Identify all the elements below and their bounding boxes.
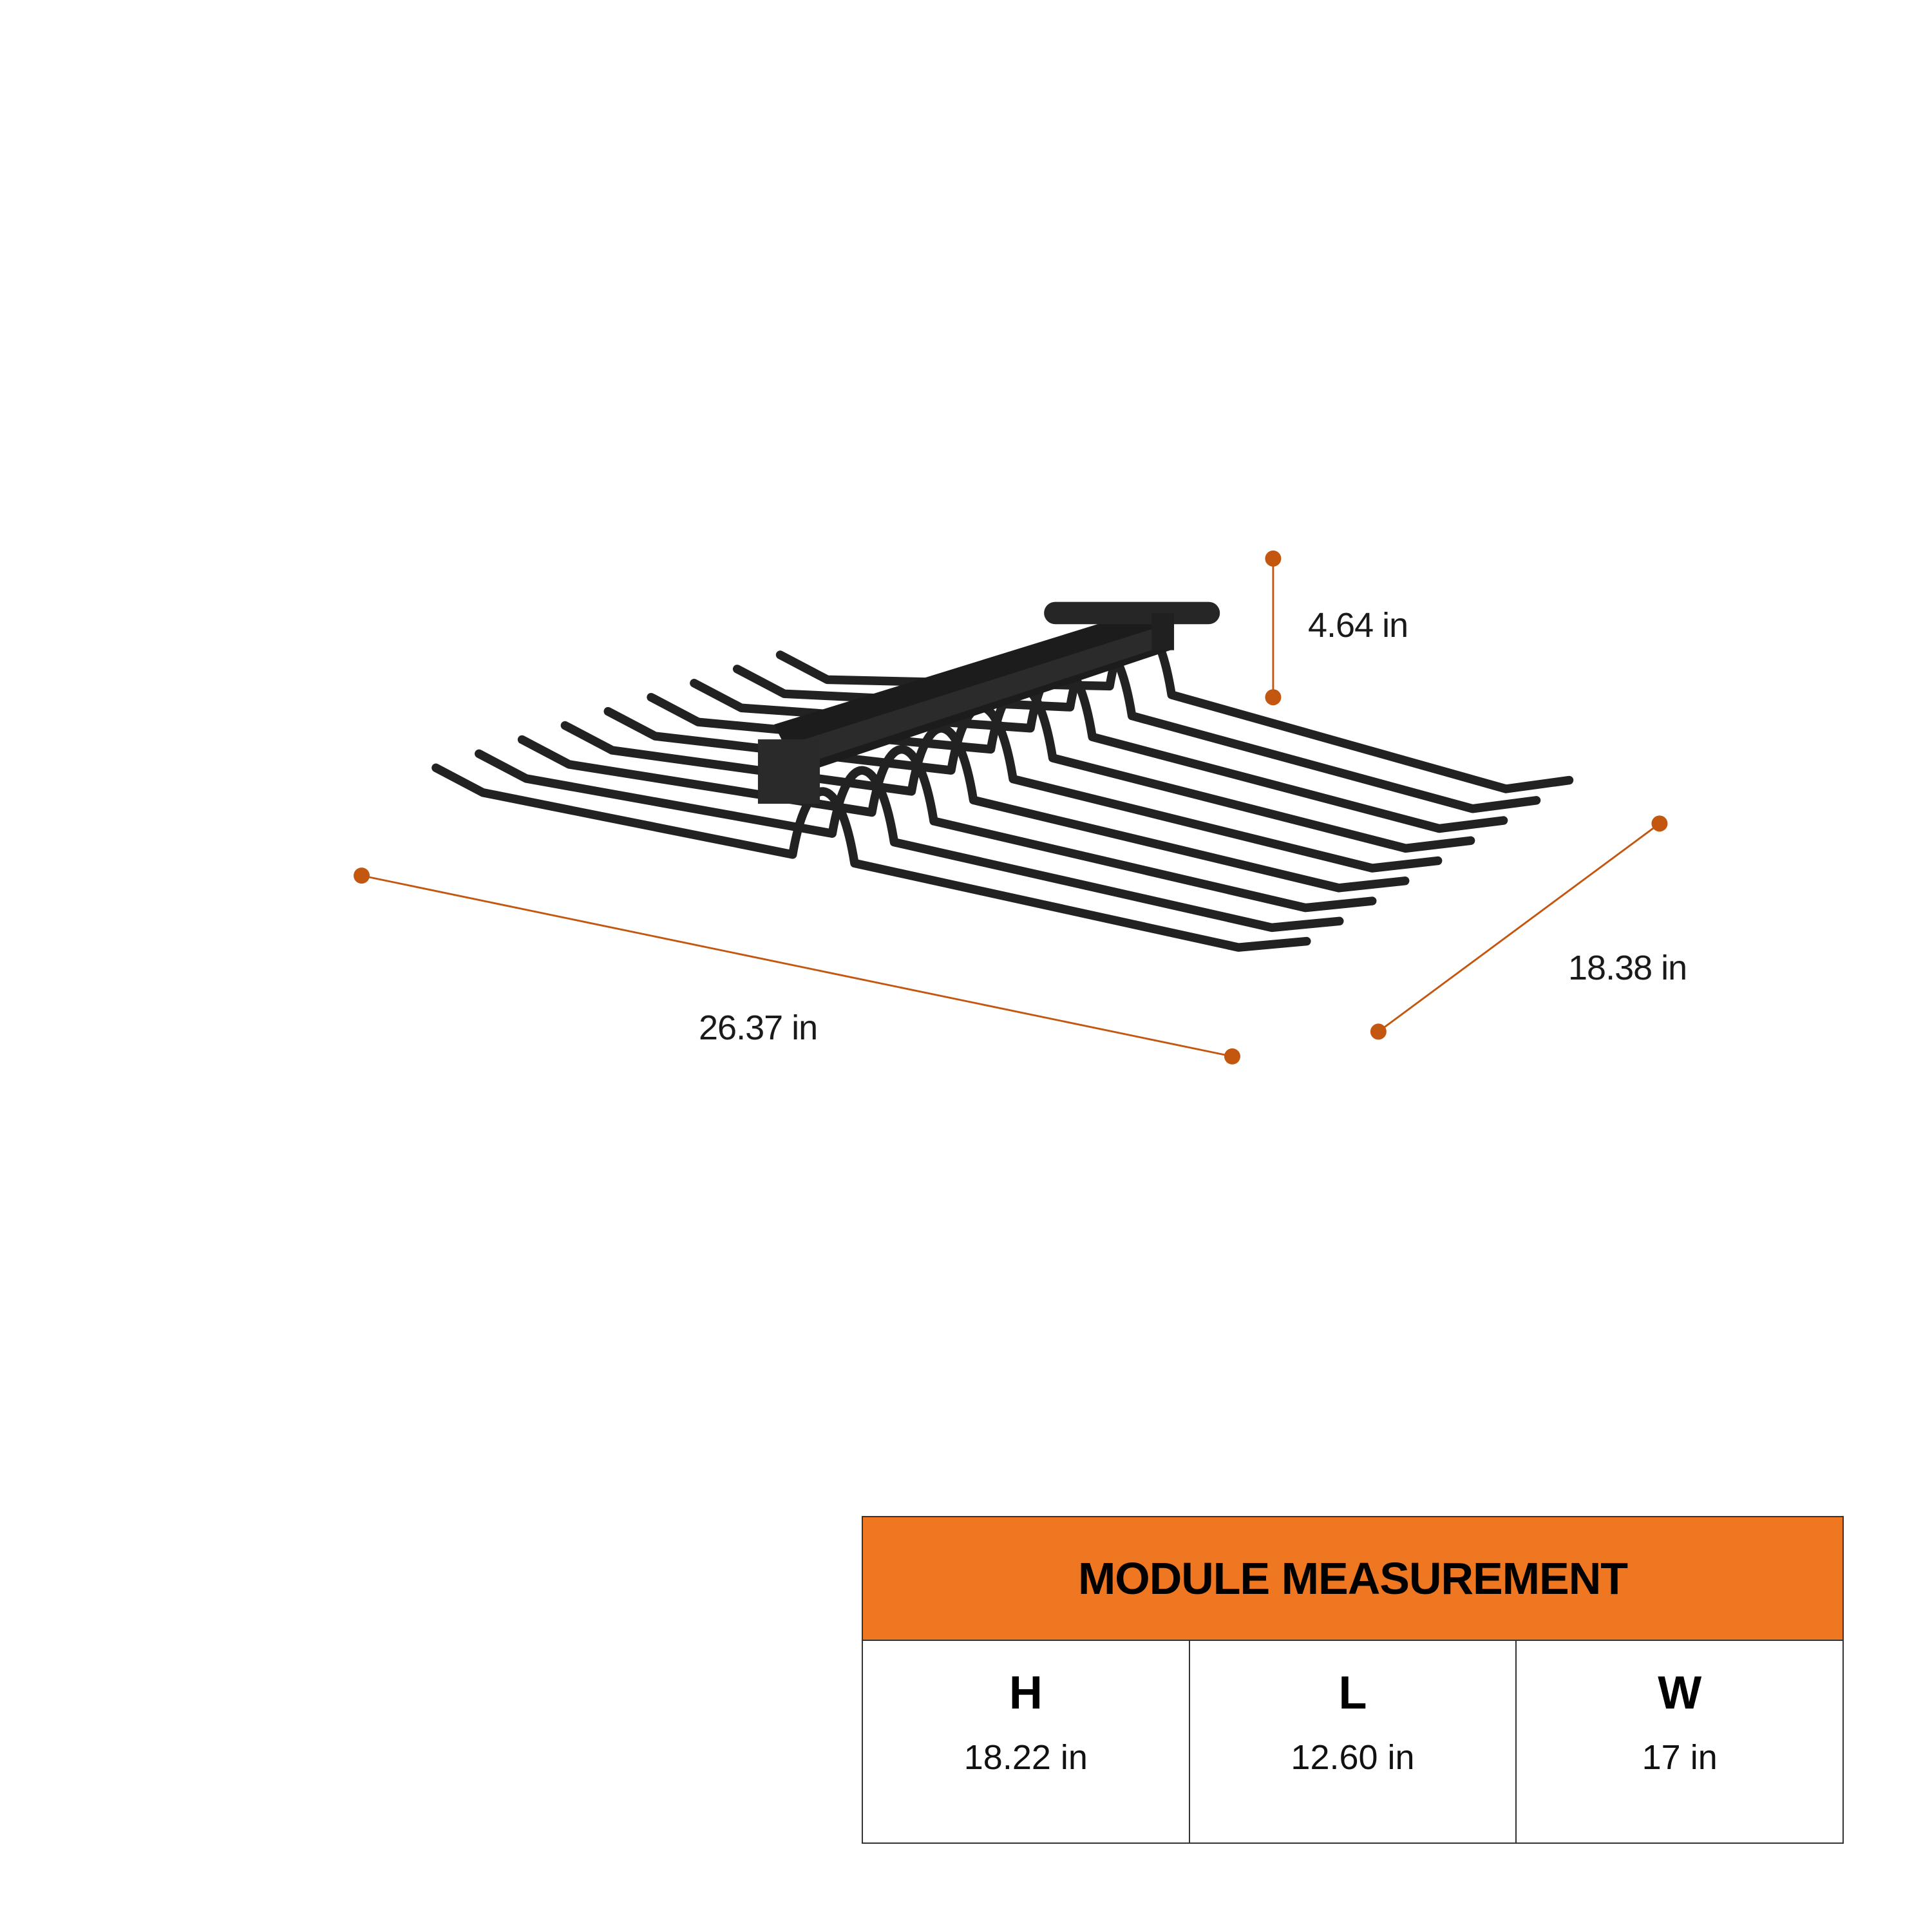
tine [475, 749, 1344, 933]
height-endpoint [1265, 550, 1282, 567]
measurement-value: 18.22 in [963, 1738, 1088, 1777]
measurement-letter: L [1338, 1667, 1367, 1719]
length-endpoint [1224, 1048, 1240, 1065]
width-endpoint [1370, 1023, 1387, 1040]
tine [560, 721, 1410, 893]
measurement-letter: W [1658, 1667, 1702, 1719]
module-measurement-table: MODULE MEASUREMENT H 18.22 in L 12.60 in… [862, 1516, 1844, 1844]
slide-bar [757, 601, 1220, 804]
measurement-cell-l: L 12.60 in [1190, 1641, 1517, 1842]
measurement-letter: H [1009, 1667, 1043, 1719]
length-dimension-line [361, 875, 1233, 1057]
length-label: 26.37 in [699, 1009, 818, 1047]
measurement-value: 12.60 in [1291, 1738, 1415, 1777]
measurement-cell-w: W 17 in [1517, 1641, 1842, 1842]
measurement-value: 17 in [1642, 1738, 1718, 1777]
table-title: MODULE MEASUREMENT [863, 1517, 1842, 1641]
width-label: 18.38 in [1568, 949, 1687, 987]
tine [517, 735, 1377, 913]
tine [431, 763, 1311, 952]
width-dimension-line [1378, 822, 1660, 1033]
length-endpoint [354, 867, 370, 884]
height-endpoint [1265, 689, 1282, 706]
height-label: 4.64 in [1308, 606, 1408, 645]
width-endpoint [1651, 815, 1668, 832]
dimension-lines [354, 550, 1668, 1065]
measurement-cell-h: H 18.22 in [863, 1641, 1190, 1842]
